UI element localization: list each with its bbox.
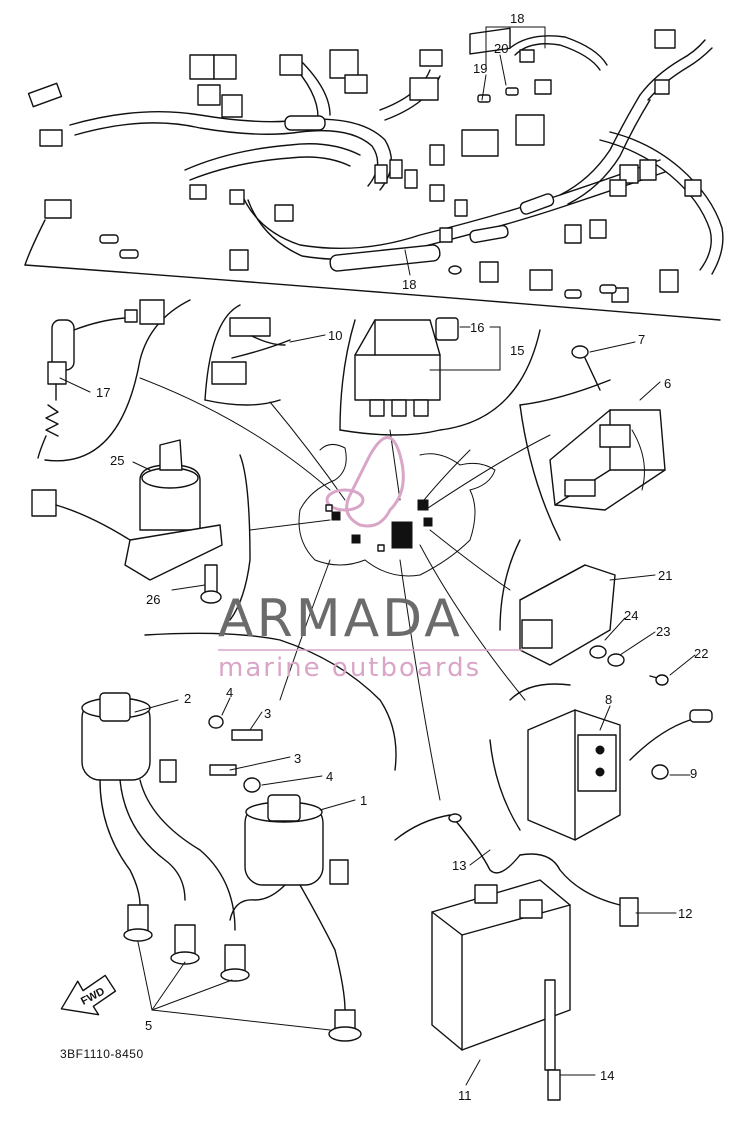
harness-connectors <box>27 27 702 303</box>
callout-4-top: 4 <box>226 685 233 700</box>
rectifier-regulator <box>519 564 669 686</box>
callout-19: 19 <box>473 61 487 76</box>
ignition-coils <box>81 692 362 1042</box>
armada-watermark: ARMADA marine outboards <box>218 589 522 683</box>
callout-5: 5 <box>145 1018 152 1033</box>
relay-10 <box>211 317 291 385</box>
forward-arrow-icon: FWD <box>60 974 117 1016</box>
callout-22: 22 <box>694 646 708 661</box>
watermark-tagline: marine outboards <box>218 653 481 683</box>
callout-13: 13 <box>452 858 466 873</box>
starter-relay <box>354 317 459 417</box>
callout-1: 1 <box>360 793 367 808</box>
callout-23: 23 <box>656 624 670 639</box>
callout-20: 20 <box>494 41 508 56</box>
callout-3-top: 3 <box>264 706 271 721</box>
callout-7: 7 <box>638 332 645 347</box>
callout-3-bottom: 3 <box>294 751 301 766</box>
neutral-switch <box>37 299 165 459</box>
callout-24: 24 <box>624 608 638 623</box>
center-mounting-cluster <box>298 436 496 577</box>
callout-14: 14 <box>600 1068 614 1083</box>
leader-lines <box>139 377 551 801</box>
callout-10: 10 <box>328 328 342 343</box>
callout-16: 16 <box>470 320 484 335</box>
callout-4-bottom: 4 <box>326 769 333 784</box>
wire-harness <box>24 27 724 321</box>
watermark-brand: ARMADA <box>218 589 463 649</box>
flasher-relay <box>527 709 713 841</box>
callout-leaders <box>59 26 696 1086</box>
callout-9: 9 <box>690 766 697 781</box>
callout-12: 12 <box>678 906 692 921</box>
callout-26: 26 <box>146 592 160 607</box>
callout-2: 2 <box>184 691 191 706</box>
drawing-code: 3BF1110-8450 <box>60 1047 144 1061</box>
battery <box>431 813 639 1101</box>
main-switch <box>31 439 223 604</box>
callout-numbers: 18 20 19 18 10 16 15 7 6 17 25 26 21 24 … <box>96 11 708 1103</box>
callout-6: 6 <box>664 376 671 391</box>
cdi-unit <box>549 345 666 511</box>
callout-25: 25 <box>110 453 124 468</box>
callout-11: 11 <box>458 1088 472 1103</box>
callout-8: 8 <box>605 692 612 707</box>
callout-18-top: 18 <box>510 11 524 26</box>
callout-18-bottom: 18 <box>402 277 416 292</box>
callout-21: 21 <box>658 568 672 583</box>
section-boundaries <box>44 299 611 841</box>
callout-17: 17 <box>96 385 110 400</box>
callout-15: 15 <box>510 343 524 358</box>
